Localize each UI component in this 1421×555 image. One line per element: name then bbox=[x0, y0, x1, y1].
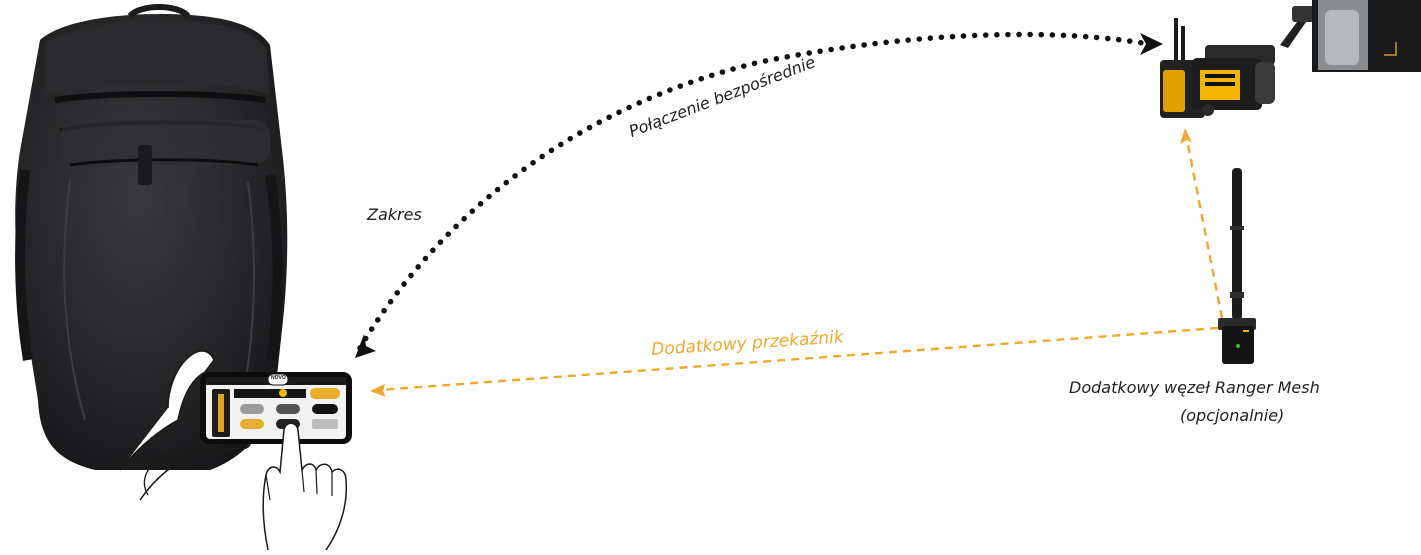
mesh-node-optional: (opcjonalnie) bbox=[1180, 406, 1285, 425]
relay-arrowhead-phone bbox=[370, 384, 386, 397]
range-label: Zakres bbox=[367, 205, 422, 224]
backpack-icon bbox=[15, 4, 288, 470]
monitor-icon bbox=[1280, 0, 1421, 72]
direct-link-arrow bbox=[355, 31, 1163, 358]
cinema-camera-icon bbox=[1160, 18, 1275, 118]
relay-arrowhead-camera bbox=[1180, 128, 1192, 144]
relay-arrow bbox=[370, 128, 1224, 397]
mesh-node-antenna-icon bbox=[1218, 168, 1256, 364]
phone-app-logo: NOVO bbox=[271, 375, 286, 381]
mesh-node-title: Dodatkowy węzeł Ranger Mesh bbox=[1069, 378, 1320, 397]
hand-holding-phone-icon bbox=[119, 350, 352, 551]
arrowhead-camera bbox=[1140, 33, 1163, 55]
arrowhead-phone bbox=[355, 334, 376, 358]
